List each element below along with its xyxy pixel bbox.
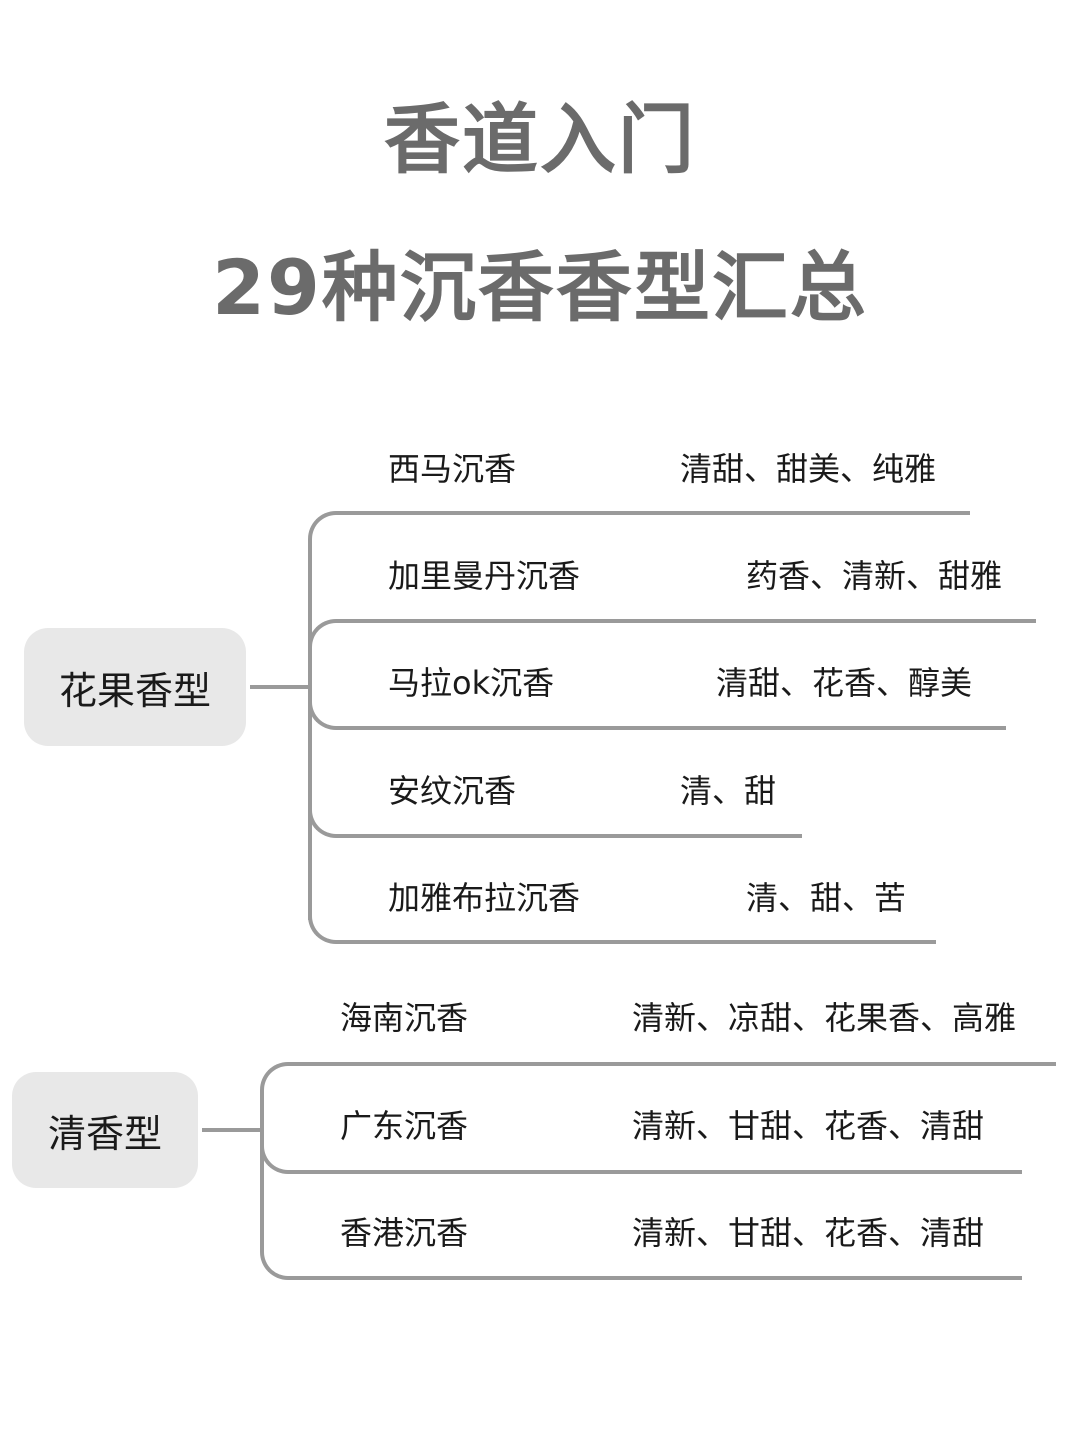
leaf-name: 加里曼丹沉香 (388, 557, 581, 595)
connector-line (250, 685, 310, 689)
leaf-desc: 清、甜 (680, 772, 777, 810)
trunk-line (260, 1110, 264, 1250)
branch-line (308, 786, 802, 838)
branch-line (260, 1062, 1056, 1122)
leaf-name: 广东沉香 (340, 1107, 469, 1145)
branch-line (308, 680, 1006, 730)
category-node-fresh: 清香型 (12, 1072, 198, 1188)
leaf-name: 安纹沉香 (388, 772, 517, 810)
leaf-desc: 清新、甘甜、花香、清甜 (632, 1107, 985, 1145)
leaf-desc: 清、甜、苦 (746, 879, 907, 917)
leaf-name: 香港沉香 (340, 1214, 469, 1252)
category-label: 花果香型 (58, 668, 211, 713)
leaf-name: 加雅布拉沉香 (388, 879, 581, 917)
branch-line (260, 1228, 1022, 1280)
leaf-desc: 清新、甘甜、花香、清甜 (632, 1214, 985, 1252)
connector-line (202, 1128, 262, 1132)
leaf-desc: 清甜、花香、醇美 (716, 664, 973, 702)
leaf-name: 海南沉香 (340, 999, 469, 1037)
trunk-line (308, 560, 312, 920)
branch-line (308, 511, 970, 571)
leaf-name: 西马沉香 (388, 450, 517, 488)
branch-line (308, 892, 936, 944)
leaf-desc: 清甜、甜美、纯雅 (680, 450, 937, 488)
leaf-name: 马拉ok沉香 (388, 664, 555, 702)
leaf-desc: 清新、凉甜、花果香、高雅 (632, 999, 1017, 1037)
branch-line (260, 1122, 1022, 1174)
page-subtitle: 29种沉香香型汇总 (212, 243, 868, 332)
page-title: 香道入门 (384, 95, 696, 184)
branch-line (308, 619, 1036, 679)
category-node-floral-fruity: 花果香型 (24, 628, 246, 746)
category-label: 清香型 (47, 1111, 162, 1156)
leaf-desc: 药香、清新、甜雅 (746, 557, 1003, 595)
